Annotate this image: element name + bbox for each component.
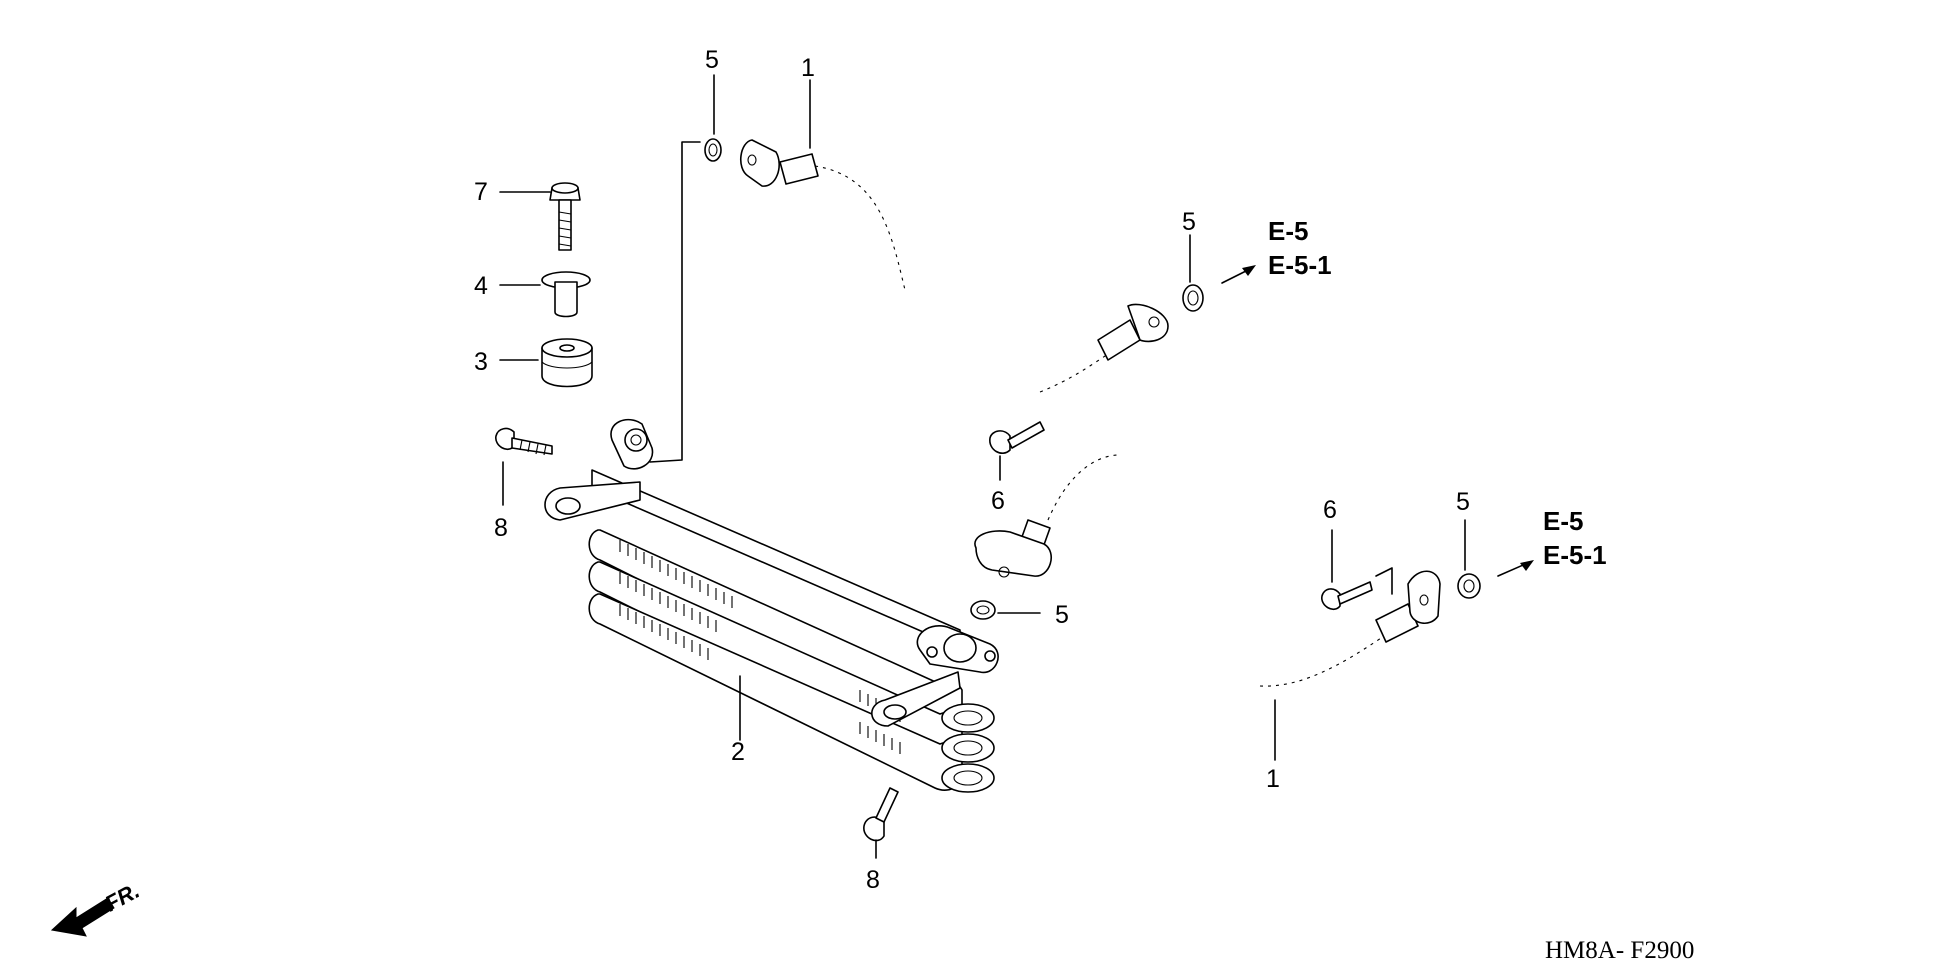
callout-4: 4 <box>474 272 488 300</box>
ref-lower-e51: E-5-1 <box>1543 540 1607 570</box>
callout-6-mid: 6 <box>991 487 1005 515</box>
callout-6-right: 6 <box>1323 496 1337 524</box>
bolt-8-left <box>495 427 553 456</box>
ref-lower-e5: E-5 <box>1543 506 1583 536</box>
arrow-head-upper <box>1242 265 1256 276</box>
bolt-8-bottom <box>863 787 899 842</box>
callout-3: 3 <box>474 348 488 376</box>
leader-lines <box>499 74 1531 859</box>
o-ring-5-right-bottom <box>1457 573 1481 599</box>
callout-1-top: 1 <box>801 54 815 82</box>
bolt-6-right <box>1321 581 1373 611</box>
callout-7: 7 <box>474 178 488 206</box>
callout-5-mid: 5 <box>1055 601 1069 629</box>
o-ring-5-mid <box>970 600 996 620</box>
bolt-7 <box>549 182 581 251</box>
callout-5-right-bottom: 5 <box>1456 488 1470 516</box>
oil-hose-upper <box>740 139 1169 409</box>
oil-cooler <box>544 418 999 793</box>
grommet-3 <box>541 338 593 388</box>
callout-5-right-top: 5 <box>1182 208 1196 236</box>
front-arrow-icon <box>50 897 115 937</box>
callout-2: 2 <box>731 738 745 766</box>
o-ring-5-right-top <box>1182 284 1204 312</box>
callout-8-left: 8 <box>494 514 508 542</box>
oil-hose-lower <box>974 440 1441 699</box>
o-ring-5-top <box>704 138 722 162</box>
ref-upper-e51: E-5-1 <box>1268 250 1332 280</box>
callout-8-bottom: 8 <box>866 866 880 894</box>
callout-5-top: 5 <box>705 46 719 74</box>
arrow-head-lower <box>1520 560 1534 571</box>
callout-1-bottom: 1 <box>1266 765 1280 793</box>
collar-4 <box>541 271 591 318</box>
ref-upper-e5: E-5 <box>1268 216 1308 246</box>
bolt-6-mid <box>989 421 1045 454</box>
figure-code: HM8A- F2900 <box>1545 937 1694 964</box>
